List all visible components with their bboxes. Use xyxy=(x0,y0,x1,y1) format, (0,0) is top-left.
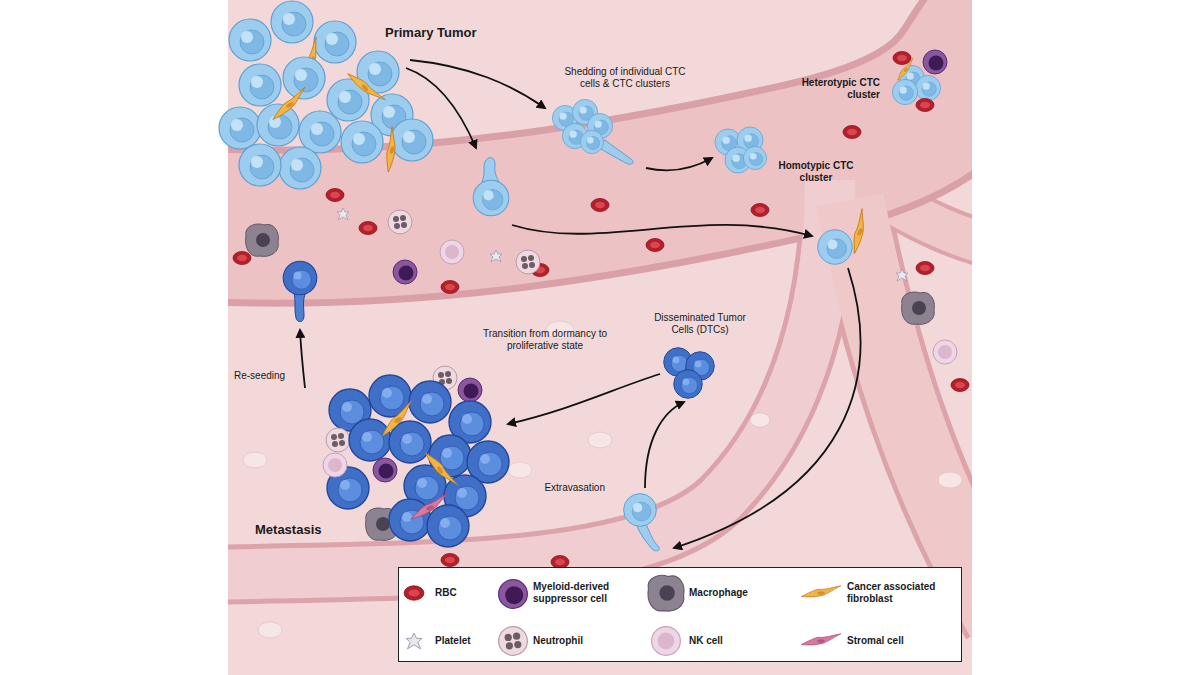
annotation-label: Extravasation xyxy=(510,482,605,494)
extravasating-ctc xyxy=(624,494,660,551)
legend-label: Myeloid-derived suppressor cell xyxy=(533,581,637,605)
legend-label: Platelet xyxy=(435,635,485,647)
legend-label: Neutrophil xyxy=(533,635,623,647)
circulating-ctc xyxy=(818,209,874,265)
reseeding-ctc xyxy=(283,261,317,321)
metastasis-tumor xyxy=(323,366,509,547)
legend-label: RBC xyxy=(435,587,485,599)
annotation-label: Homotypic CTC cluster xyxy=(770,160,862,184)
disseminated-tumor-cells xyxy=(664,348,715,399)
legend-label: NK cell xyxy=(689,635,769,647)
intravasating-ctc xyxy=(473,158,509,216)
process-arrows xyxy=(300,60,860,548)
annotation-label: Metastasis xyxy=(255,522,355,538)
legend-label: Cancer associated fibroblast xyxy=(847,581,955,605)
tissue-and-vessels xyxy=(228,0,972,675)
annotation-label: Transition from dormancy to proliferativ… xyxy=(470,328,620,352)
homotypic-cluster xyxy=(715,127,767,173)
annotation-label: Primary Tumor xyxy=(385,25,495,41)
annotation-label: Disseminated Tumor Cells (DTCs) xyxy=(645,312,755,336)
annotation-label: Heterotypic CTC cluster xyxy=(785,77,880,101)
annotation-label: Shedding of individual CTC cells & CTC c… xyxy=(555,66,695,90)
legend-box: RBC Myeloid-derived suppressor cell Macrop… xyxy=(398,567,962,662)
legend-label: Stromal cell xyxy=(847,635,947,647)
annotation-label: Re-seeding xyxy=(234,370,296,382)
shed-cluster xyxy=(552,99,633,164)
heterotypic-cluster xyxy=(892,50,947,112)
blood-cells xyxy=(233,126,969,607)
legend-label: Macrophage xyxy=(689,587,779,599)
